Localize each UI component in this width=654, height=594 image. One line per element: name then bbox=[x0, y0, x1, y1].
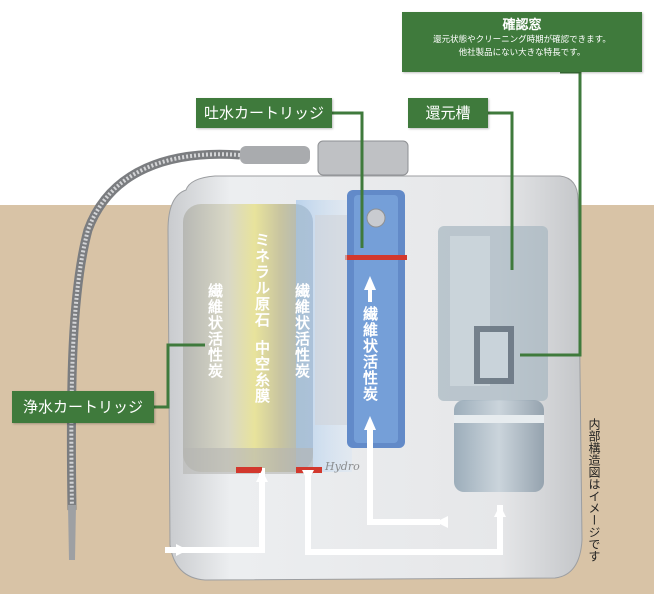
discharge-cartridge-callout: 吐水カートリッジ bbox=[196, 98, 332, 128]
purification-cartridge-shape bbox=[183, 204, 313, 472]
fibrous-carbon-mid-label: 繊維状活性炭 bbox=[293, 283, 311, 379]
spout-connector bbox=[240, 146, 310, 164]
flow-arrows bbox=[176, 276, 506, 556]
fibrous-carbon-left-label: 繊維状活性炭 bbox=[206, 283, 224, 379]
purification-cartridge-callout: 浄水カートリッジ bbox=[12, 391, 154, 423]
flow-pipe-mid bbox=[305, 470, 503, 555]
reduction-tank-callout: 還元槽 bbox=[408, 98, 488, 128]
flow-pipe-inlet bbox=[165, 468, 265, 553]
check-window-title: 確認窓 bbox=[502, 18, 542, 33]
flow-pipe-tank bbox=[367, 430, 440, 525]
check-window-desc-2: 他社製品にない大きな特長です。 bbox=[458, 48, 586, 58]
check-window-desc-1: 還元状態やクリーニング時期が確認できます。 bbox=[433, 35, 611, 45]
hollow-fiber-label: 中空糸膜 bbox=[253, 340, 271, 404]
mineral-stone-label: ミネラル原石 bbox=[253, 232, 271, 328]
check-window-callout: 確認窓 還元状態やクリーニング時期が確認できます。 他社製品にない大きな特長です… bbox=[402, 12, 642, 72]
callout-lines bbox=[154, 70, 582, 409]
brand-label: Hydro bbox=[325, 460, 360, 473]
spout-nozzle bbox=[68, 505, 76, 560]
image-note: 内部構造図はイメージです bbox=[587, 418, 601, 562]
fibrous-carbon-tube-label: 繊維状活性炭 bbox=[361, 306, 379, 402]
